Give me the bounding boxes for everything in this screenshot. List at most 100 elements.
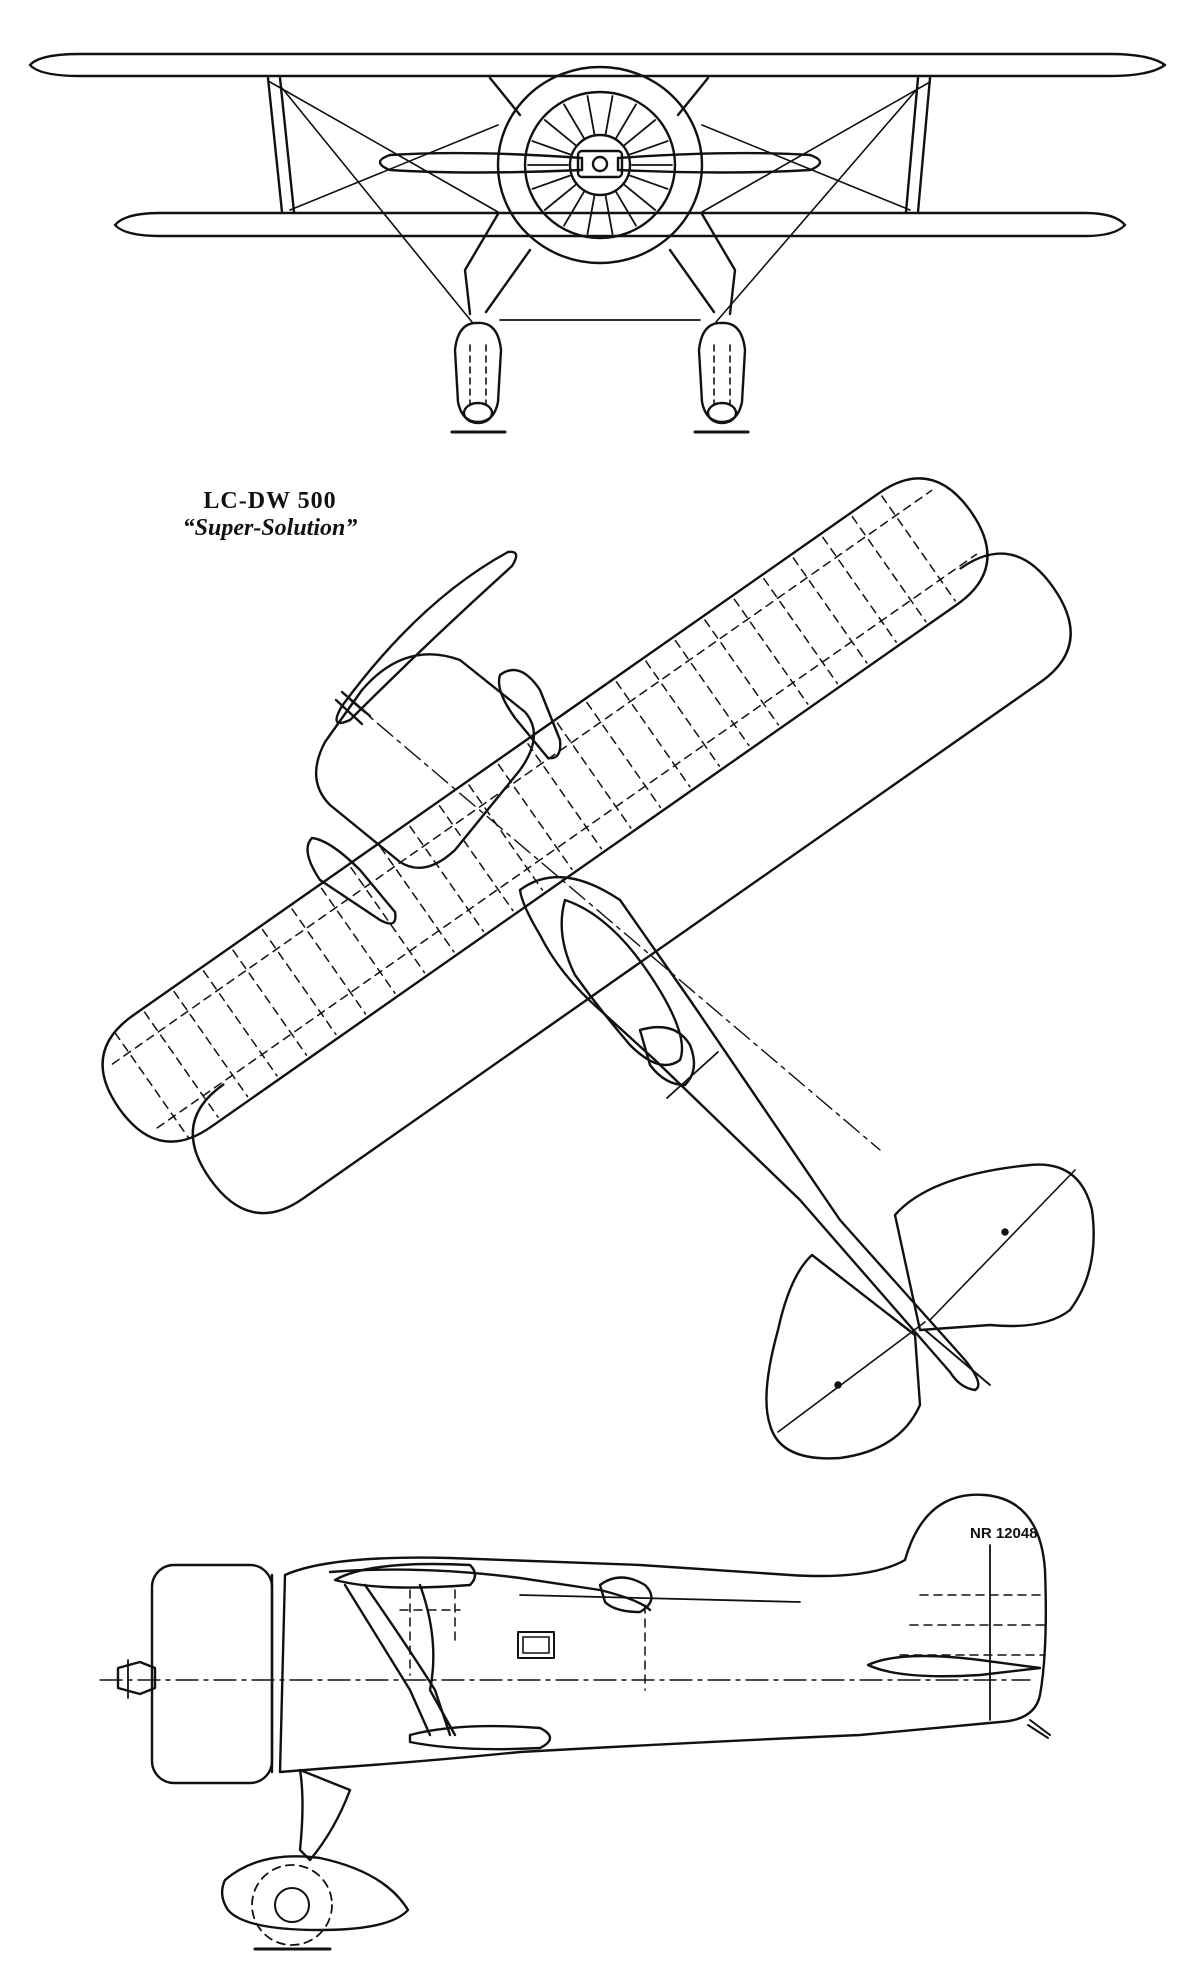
side-view: NR 12048 [99, 1493, 1051, 1951]
side-gear-fairing [220, 1855, 410, 1932]
plan-wheel-pant-lower [306, 836, 397, 925]
engine-cylinder [543, 119, 577, 146]
front-cabane [676, 76, 710, 117]
plan-propeller [335, 550, 518, 725]
wing-rib [615, 681, 691, 788]
front-propeller-blade-right [616, 151, 822, 174]
plan-cowling [314, 653, 536, 869]
side-registration: NR 12048 [970, 1525, 1038, 1542]
drawing-title-name: “Super-Solution” [182, 515, 358, 541]
front-lower-wing [113, 211, 1127, 238]
plan-rudder [924, 1329, 991, 1386]
side-upper-wing [333, 1562, 477, 1589]
wing-rib [114, 1032, 190, 1139]
engine-cylinder [531, 174, 571, 190]
engine-cylinder [629, 174, 669, 190]
side-wheel-hub [274, 1887, 310, 1923]
side-fin-ribs [899, 1594, 1046, 1656]
side-gear-leg [298, 1768, 352, 1862]
front-wire [281, 87, 473, 323]
side-tailplane [866, 1654, 1042, 1678]
wing-rib [763, 577, 839, 685]
side-fuselage [278, 1493, 1048, 1774]
wing-rib [556, 722, 632, 829]
engine-cylinder [586, 194, 596, 235]
drawing-title-model: LC-DW 500 [203, 488, 337, 514]
front-gear-leg-right [700, 212, 737, 316]
wing-rib [468, 784, 544, 891]
side-turtledeck [328, 1568, 652, 1612]
wing-rib [733, 598, 809, 705]
plan-upper-wing [101, 477, 989, 1143]
side-lower-wing [408, 1724, 552, 1751]
plan-centerline [349, 699, 881, 1151]
side-cockpit-window [517, 1631, 555, 1659]
front-wheel-pant-right-wheel [713, 344, 731, 406]
wing-rib [291, 908, 367, 1015]
engine-cylinder [615, 103, 637, 140]
engine-cylinder [615, 190, 637, 227]
front-wheel-pant-left-wheel [469, 344, 487, 406]
plan-lower-wing [191, 552, 1072, 1215]
plan-stabilizer-lower [765, 1253, 922, 1460]
plan-view [101, 477, 1095, 1460]
wing-rib [497, 763, 573, 871]
wing-rib [586, 701, 662, 809]
front-strut-right-outer [916, 76, 932, 214]
front-gear-leg-left [463, 212, 500, 316]
front-wheel-pant-right [697, 321, 747, 424]
front-upper-wing [28, 52, 1167, 78]
wing-rib [674, 639, 750, 747]
wing-rib [379, 846, 455, 953]
wing-rib [851, 515, 927, 623]
wing-rib [261, 928, 337, 1036]
side-cockpit-line [519, 1594, 801, 1603]
front-strut-right-inner [904, 76, 920, 214]
plan-propeller-hub [334, 690, 372, 726]
wing-rib [792, 557, 868, 664]
wing-rib [645, 660, 721, 767]
front-wire [289, 124, 499, 211]
front-wheel-pant-left [453, 321, 503, 424]
side-cockpit-window-inner [522, 1636, 550, 1654]
wing-rib [350, 866, 426, 974]
wing-rib [881, 495, 956, 602]
engine-cylinders-ring [523, 90, 677, 240]
engine-cylinders [527, 95, 673, 235]
plan-fuselage-panel-line [666, 1051, 719, 1099]
wing-rib [527, 743, 603, 850]
front-wire [715, 87, 919, 323]
side-tail-skid [1027, 1719, 1051, 1739]
plan-elevator-hinge-upper [929, 1169, 1076, 1321]
front-strut-left-inner [278, 76, 296, 214]
engine-cylinder [623, 119, 657, 146]
front-tire-left [462, 401, 494, 425]
front-propeller-blade-left [378, 151, 584, 174]
engine-cylinder [531, 140, 571, 156]
plan-fuselage [518, 875, 980, 1392]
engine-cylinder [623, 184, 657, 211]
side-headrest [598, 1576, 653, 1614]
front-wire [269, 81, 499, 213]
side-structure-dashed [399, 1589, 461, 1676]
wing-rib [173, 990, 249, 1098]
wing-rib [202, 970, 278, 1077]
engine-cowling [496, 65, 704, 265]
front-wire [701, 81, 931, 213]
engine-cylinder [629, 140, 669, 156]
wing-rib [704, 619, 780, 726]
wing-rib [143, 1011, 219, 1118]
engine-cylinder [543, 184, 577, 211]
engine-cylinder [604, 194, 614, 235]
engine-cylinder [563, 190, 585, 227]
front-gear-leg-right-inner [668, 248, 716, 314]
plan-stabilizer-upper [893, 1163, 1095, 1332]
side-cabane [418, 1583, 457, 1737]
side-prop-hub [116, 1660, 157, 1696]
wing-ribs [114, 495, 956, 1139]
wing-rib [409, 825, 485, 933]
side-strut [343, 1583, 452, 1737]
wing-spar-rear [156, 553, 978, 1129]
